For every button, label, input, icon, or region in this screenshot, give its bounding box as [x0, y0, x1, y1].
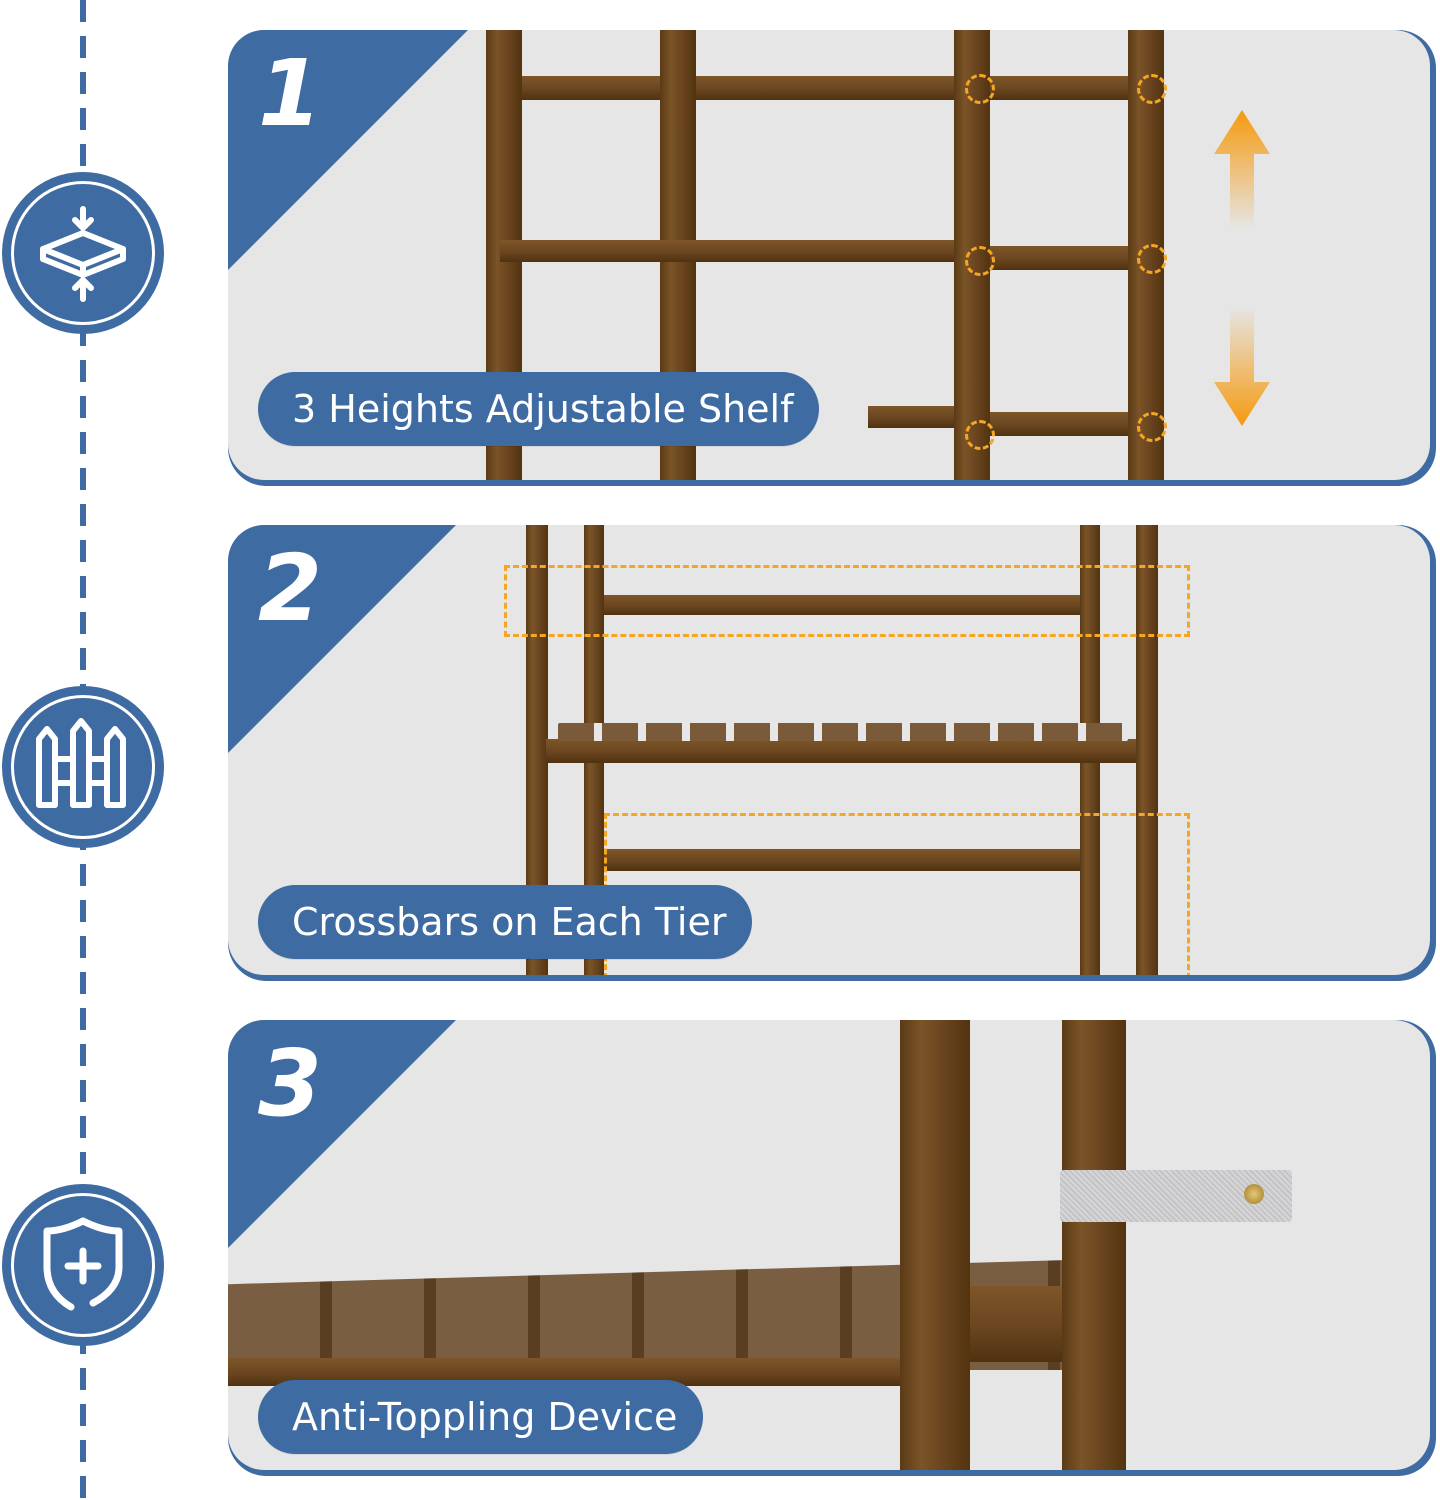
adjustable-shelf-icon [40, 206, 126, 302]
joint-highlight [965, 420, 995, 450]
feature-number-2: 2 [258, 535, 322, 642]
feature-badge-crossbars [2, 686, 164, 848]
feature-panel-3: 3 Anti-Toppling Device [228, 1020, 1436, 1476]
crossbar-highlight-top [504, 565, 1190, 637]
feature-panel-2: 2 Crossbars on Each Tier [228, 525, 1436, 981]
shield-plus-icon [43, 1217, 123, 1311]
arrow-down-icon [1214, 306, 1270, 426]
joint-highlight [1137, 412, 1167, 442]
feature-badge-anti-topple [2, 1184, 164, 1346]
feature-number-3: 3 [258, 1030, 322, 1137]
arrow-up-icon [1214, 110, 1270, 230]
screw-icon [1244, 1184, 1264, 1204]
feature-label-1: 3 Heights Adjustable Shelf [258, 372, 820, 446]
fence-crossbar-icon [36, 718, 126, 808]
feature-number-1: 1 [258, 40, 322, 147]
feature-label-3: Anti-Toppling Device [258, 1380, 704, 1454]
feature-panel-1: 1 3 Heights Adjustable Shel [228, 30, 1436, 486]
joint-highlight [965, 74, 995, 104]
joint-highlight [1137, 244, 1167, 274]
feature-badge-adjustable [2, 172, 164, 334]
feature-label-2: Crossbars on Each Tier [258, 885, 753, 959]
joint-highlight [1137, 74, 1167, 104]
joint-highlight [965, 246, 995, 276]
